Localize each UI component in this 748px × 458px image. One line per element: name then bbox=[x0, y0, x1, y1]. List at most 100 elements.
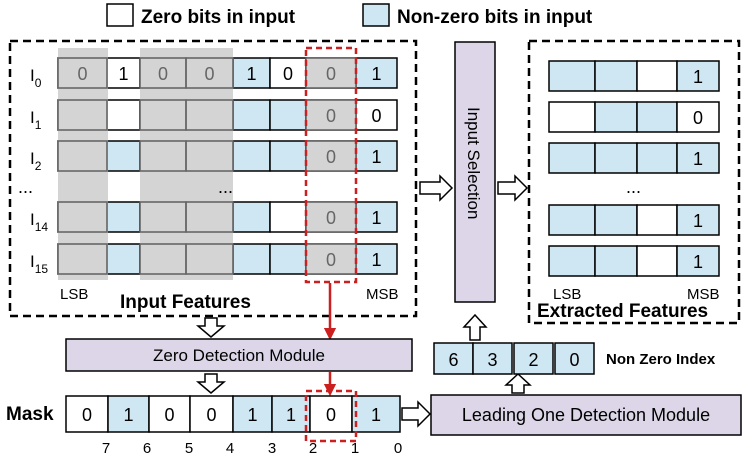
extracted-bit-value: 1 bbox=[693, 211, 703, 231]
legend-zero-label: Zero bits in input bbox=[141, 7, 296, 28]
extracted-bit-cell bbox=[548, 142, 596, 174]
mask-bit-cell bbox=[107, 395, 150, 433]
mask-bit-index: 0 bbox=[394, 440, 402, 457]
input-lsb-label: LSB bbox=[60, 286, 88, 303]
input-bit-value: 0 bbox=[283, 64, 293, 84]
input-bit-cell bbox=[232, 243, 271, 275]
zero-detection-label: Zero Detection Module bbox=[153, 346, 325, 365]
input-bit-cell bbox=[269, 201, 307, 233]
zero-detection-module: Zero Detection Module bbox=[65, 338, 413, 372]
extracted-bit-cell bbox=[676, 60, 720, 92]
input-bit-value: 1 bbox=[371, 208, 381, 228]
extracted-bit-cell bbox=[676, 101, 720, 133]
extracted-bit-cell bbox=[548, 245, 596, 277]
mask-bit-index: 5 bbox=[185, 440, 193, 457]
input-row-label: I14 bbox=[30, 210, 48, 234]
extracted-msb-label: MSB bbox=[687, 286, 720, 303]
input-bit-value: 1 bbox=[371, 64, 381, 84]
gray-bit-cell bbox=[185, 243, 234, 275]
input-panel-title: Input Features bbox=[120, 292, 251, 313]
input-bit-cell bbox=[355, 243, 398, 275]
nonzero-index-cell bbox=[554, 342, 595, 375]
arrow-panel-to-zero-detection bbox=[195, 317, 227, 338]
input-bit-cell bbox=[106, 140, 141, 172]
input-selection-box bbox=[454, 41, 496, 303]
mask-bit-cell bbox=[271, 395, 311, 433]
extracted-bit-cell bbox=[636, 60, 678, 92]
input-ellipsis-mid: ... bbox=[218, 177, 233, 197]
input-selection-label: Input Selection bbox=[464, 107, 483, 219]
extracted-bit-value: 0 bbox=[693, 108, 703, 128]
mask-bit-value: 0 bbox=[82, 405, 92, 425]
extracted-bit-cell bbox=[676, 142, 720, 174]
input-bit-value: 0 bbox=[326, 208, 336, 228]
nonzero-index-value: 2 bbox=[528, 350, 538, 370]
extracted-bit-cell bbox=[548, 101, 596, 133]
input-bit-value: 0 bbox=[371, 106, 381, 126]
extracted-bit-cell bbox=[594, 60, 638, 92]
input-panel-border bbox=[8, 39, 418, 318]
arrow-index-to-selection bbox=[462, 313, 488, 341]
extracted-bit-cell bbox=[594, 204, 638, 236]
input-bit-value: 1 bbox=[371, 250, 381, 270]
gray-bit-cell bbox=[57, 140, 108, 172]
arrow-mask-to-leading-one bbox=[401, 400, 432, 428]
mask-bit-index: 6 bbox=[143, 440, 151, 457]
input-bit-cell bbox=[106, 243, 141, 275]
input-row-label: I15 bbox=[30, 252, 48, 276]
mask-bit-value: 0 bbox=[206, 405, 216, 425]
mask-label: Mask bbox=[6, 404, 54, 425]
input-row-label: I2 bbox=[30, 149, 42, 173]
input-selection-module: Input Selection bbox=[454, 41, 496, 303]
input-bit-cell bbox=[232, 140, 271, 172]
input-row-label: I0 bbox=[30, 66, 42, 90]
leading-one-box bbox=[430, 394, 742, 436]
input-bit-value: 0 bbox=[77, 64, 87, 84]
extracted-panel-title: Extracted Features bbox=[537, 301, 708, 322]
extracted-bit-cell bbox=[548, 60, 596, 92]
extracted-ellipsis: ... bbox=[626, 177, 641, 197]
nonzero-index-cell bbox=[513, 342, 554, 375]
mask-bit-cell bbox=[309, 395, 353, 433]
input-row-label: I1 bbox=[30, 108, 42, 132]
legend-nonzero-swatch bbox=[362, 3, 390, 27]
gray-bit-cell bbox=[57, 57, 108, 89]
arrow-leading-one-to-index bbox=[504, 372, 532, 394]
mask-bit-value: 1 bbox=[123, 405, 133, 425]
input-bit-value: 0 bbox=[326, 147, 336, 167]
nonzero-index-value: 0 bbox=[569, 350, 579, 370]
extracted-lsb-label: LSB bbox=[553, 286, 581, 303]
input-msb-label: MSB bbox=[366, 286, 399, 303]
zero-detection-box bbox=[65, 338, 413, 372]
input-bit-cell bbox=[269, 57, 307, 89]
extracted-bit-cell bbox=[636, 245, 678, 277]
gray-bit-cell bbox=[57, 243, 108, 275]
leading-one-detection-module: Leading One Detection Module bbox=[430, 394, 742, 436]
mask-bit-cell bbox=[65, 395, 109, 433]
extracted-bit-value: 1 bbox=[693, 149, 703, 169]
input-bit-cell bbox=[269, 140, 307, 172]
input-bit-cell bbox=[106, 99, 141, 131]
leading-one-label: Leading One Detection Module bbox=[462, 405, 710, 425]
input-bit-cell bbox=[269, 243, 307, 275]
extracted-bit-value: 1 bbox=[693, 67, 703, 87]
extracted-bit-cell bbox=[548, 204, 596, 236]
mask-bit-index: 1 bbox=[351, 440, 359, 457]
nonzero-index-label: Non Zero Index bbox=[606, 351, 716, 368]
gray-bit-cell bbox=[57, 201, 108, 233]
gray-bit-cell bbox=[57, 99, 108, 131]
mask-bit-index: 7 bbox=[102, 440, 110, 457]
gray-bit-cell bbox=[185, 140, 234, 172]
input-bit-value: 0 bbox=[204, 64, 214, 84]
mask-bit-index: 4 bbox=[226, 440, 234, 457]
extracted-bit-cell bbox=[636, 142, 678, 174]
extracted-bit-cell bbox=[594, 101, 638, 133]
gray-bit-cell bbox=[185, 201, 234, 233]
extracted-bit-cell bbox=[676, 204, 720, 236]
mask-bit-index: 2 bbox=[309, 440, 317, 457]
